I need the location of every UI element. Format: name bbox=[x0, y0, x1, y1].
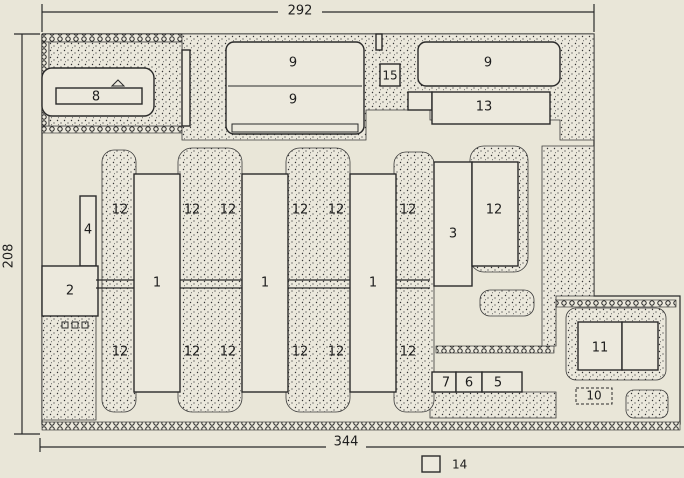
labels-12: 12 12 12 12 12 12 12 12 12 12 12 12 12 bbox=[112, 203, 503, 360]
svg-text:12: 12 bbox=[328, 345, 345, 360]
hedge-right-area bbox=[555, 299, 677, 308]
building-9-left: 9 9 bbox=[225, 41, 365, 135]
svg-text:12: 12 bbox=[400, 345, 417, 360]
hedge-top bbox=[41, 33, 183, 43]
svg-text:2: 2 bbox=[66, 284, 74, 299]
svg-text:8: 8 bbox=[92, 90, 100, 105]
svg-text:12: 12 bbox=[292, 345, 309, 360]
svg-text:9: 9 bbox=[289, 56, 297, 71]
dimension-top-label: 292 bbox=[288, 4, 313, 19]
green-bottom-right bbox=[479, 289, 535, 317]
svg-text:4: 4 bbox=[84, 223, 92, 238]
svg-text:12: 12 bbox=[220, 203, 237, 218]
building-15: 15 bbox=[379, 63, 401, 87]
shed-8 bbox=[181, 49, 191, 127]
building-2: 2 bbox=[41, 265, 99, 329]
dimension-bottom-label: 344 bbox=[334, 435, 359, 450]
svg-text:12: 12 bbox=[220, 345, 237, 360]
svg-text:7: 7 bbox=[442, 376, 450, 391]
svg-text:1: 1 bbox=[261, 276, 269, 291]
svg-text:3: 3 bbox=[449, 227, 457, 242]
svg-text:13: 13 bbox=[476, 100, 493, 115]
green-bottom-mid bbox=[429, 391, 557, 419]
svg-text:12: 12 bbox=[292, 203, 309, 218]
svg-text:5: 5 bbox=[494, 376, 502, 391]
building-10: 10 bbox=[575, 387, 613, 405]
dimension-left: 208 bbox=[0, 33, 40, 435]
hedge-bottom bbox=[41, 421, 681, 431]
building-9-right: 9 bbox=[417, 41, 561, 87]
green-right-pocket bbox=[625, 389, 669, 419]
svg-text:12: 12 bbox=[400, 203, 417, 218]
pillar-top bbox=[375, 33, 383, 51]
building-11: 11 bbox=[565, 307, 667, 381]
svg-text:12: 12 bbox=[112, 203, 129, 218]
dimension-left-label: 208 bbox=[2, 244, 17, 269]
dimension-top: 292 bbox=[41, 3, 595, 32]
hedge-under-8 bbox=[41, 125, 183, 134]
legend-14: 14 bbox=[421, 455, 467, 473]
green-left-bottom bbox=[41, 315, 97, 421]
svg-text:9: 9 bbox=[289, 93, 297, 108]
block-1-c: 1 bbox=[349, 173, 397, 393]
building-8: 8 bbox=[41, 67, 155, 117]
svg-text:12: 12 bbox=[112, 345, 129, 360]
svg-text:9: 9 bbox=[484, 56, 492, 71]
hedge-mid-right bbox=[435, 345, 555, 354]
svg-text:12: 12 bbox=[328, 203, 345, 218]
svg-text:12: 12 bbox=[486, 203, 503, 218]
block-1-b: 1 bbox=[241, 173, 289, 393]
svg-text:1: 1 bbox=[153, 276, 161, 291]
svg-text:14: 14 bbox=[452, 458, 467, 472]
dimension-bottom: 344 bbox=[39, 434, 684, 452]
building-4: 4 bbox=[79, 195, 97, 267]
svg-text:12: 12 bbox=[184, 203, 201, 218]
building-7-6-5: 7 6 5 bbox=[431, 371, 523, 393]
block-3: 3 bbox=[433, 161, 519, 287]
svg-text:10: 10 bbox=[586, 389, 601, 403]
green-right-column bbox=[541, 145, 595, 347]
svg-text:6: 6 bbox=[465, 376, 473, 391]
svg-text:11: 11 bbox=[592, 341, 609, 356]
svg-text:12: 12 bbox=[184, 345, 201, 360]
svg-text:15: 15 bbox=[382, 69, 397, 83]
building-13: 13 bbox=[407, 91, 551, 125]
svg-text:1: 1 bbox=[369, 276, 377, 291]
block-1-a: 1 bbox=[133, 173, 181, 393]
